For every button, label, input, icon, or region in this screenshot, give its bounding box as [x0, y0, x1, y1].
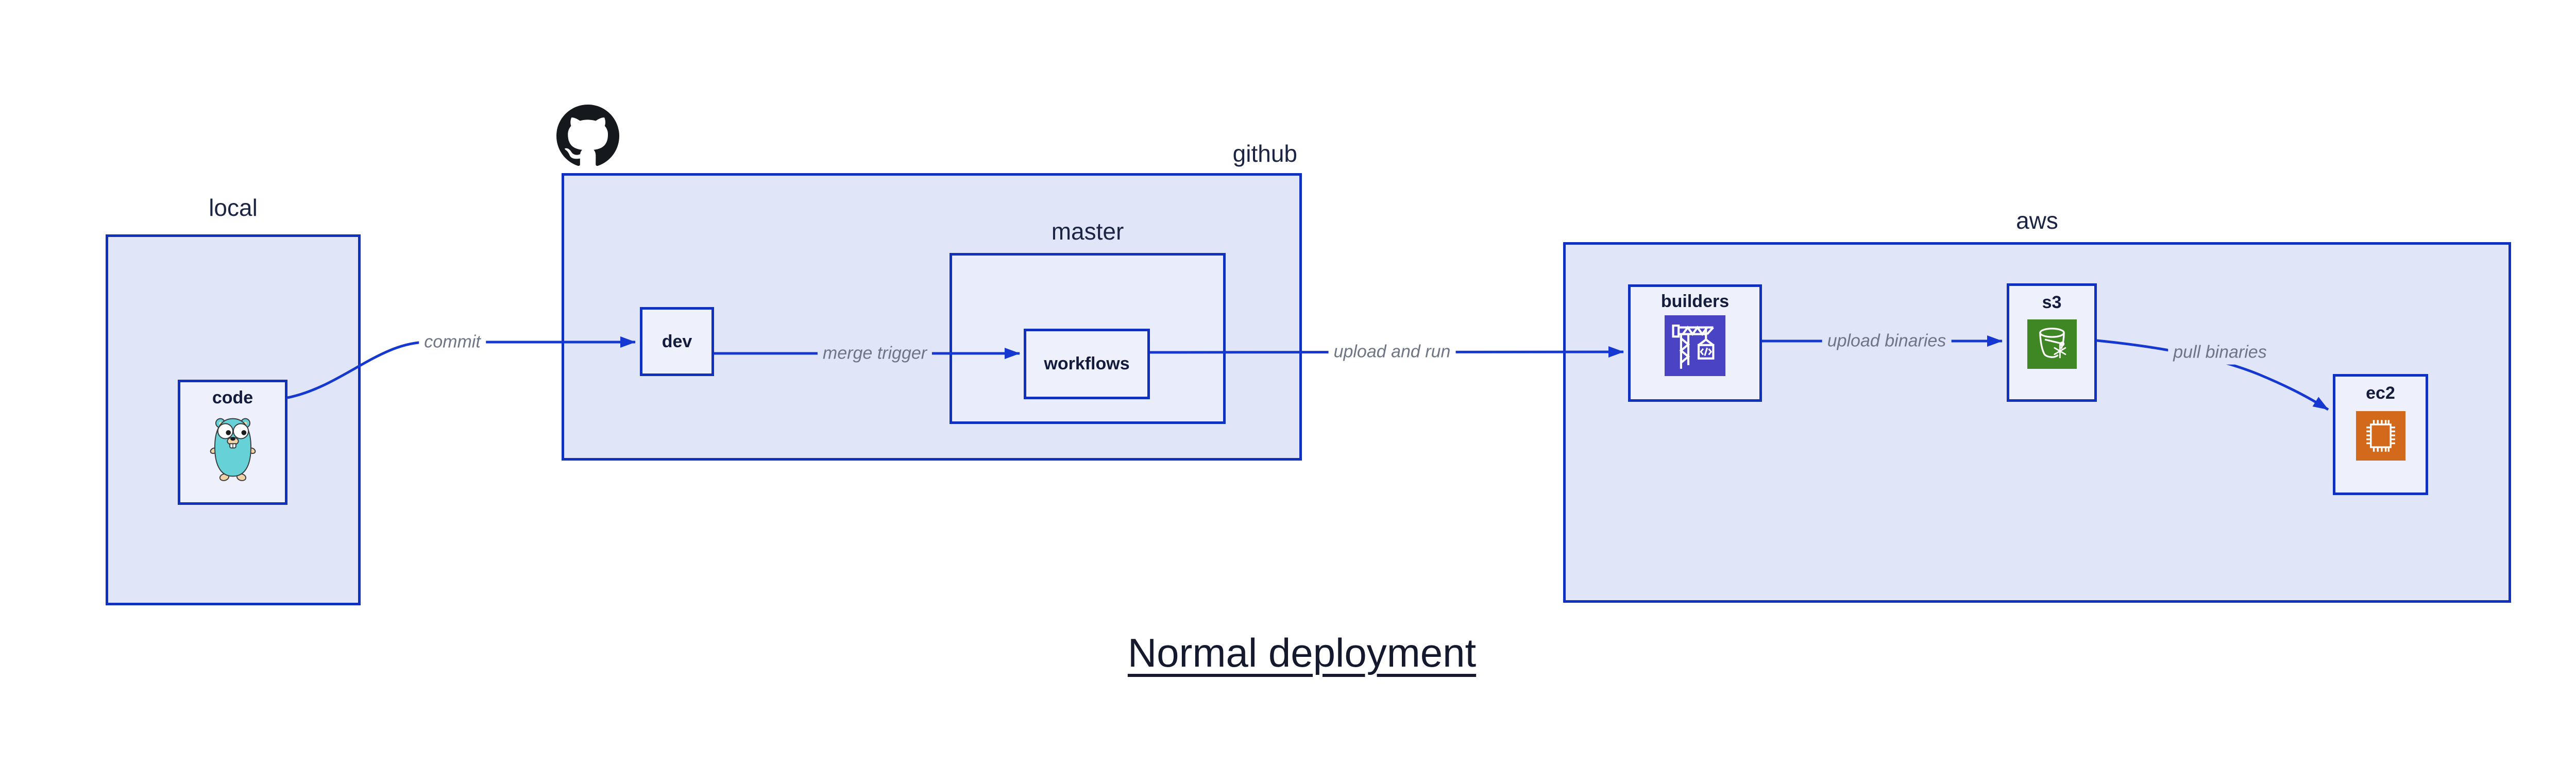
- builders-node: builders: [1628, 284, 1762, 402]
- s3-node-label: s3: [2042, 293, 2062, 312]
- code-node-label: code: [212, 388, 253, 408]
- master-group-label: master: [1051, 218, 1124, 245]
- diagram-title-text: Normal deployment: [1127, 630, 1477, 675]
- ec2-node-label: ec2: [2366, 383, 2395, 403]
- s3-node: s3: [2007, 283, 2097, 402]
- upload-and-run-edge-label: upload and run: [1328, 339, 1456, 364]
- github-octocat-icon: [556, 105, 619, 166]
- local-group-label: local: [209, 194, 258, 221]
- aws-ec2-icon: [2355, 411, 2405, 461]
- aws-s3-bucket-icon: [2027, 319, 2077, 369]
- merge-trigger-edge-label: merge trigger: [817, 341, 933, 366]
- upload-binaries-edge-label: upload binaries: [1822, 329, 1952, 353]
- github-group-label: github: [1232, 140, 1297, 167]
- workflows-node: workflows: [1024, 329, 1150, 399]
- pull-binaries-edge-label: pull binaries: [2168, 340, 2272, 365]
- workflows-node-label: workflows: [1044, 354, 1130, 374]
- diagram-title: Normal deployment: [0, 630, 2576, 676]
- dev-node-label: dev: [662, 331, 692, 351]
- dev-node: dev: [640, 307, 714, 376]
- go-gopher-icon: [207, 413, 259, 483]
- code-node: code: [178, 380, 287, 505]
- builders-node-label: builders: [1660, 292, 1730, 311]
- aws-group-label: aws: [2016, 207, 2058, 234]
- ec2-node: ec2: [2333, 374, 2428, 495]
- commit-edge-label: commit: [419, 330, 486, 354]
- aws-codebuild-icon: [1664, 315, 1726, 376]
